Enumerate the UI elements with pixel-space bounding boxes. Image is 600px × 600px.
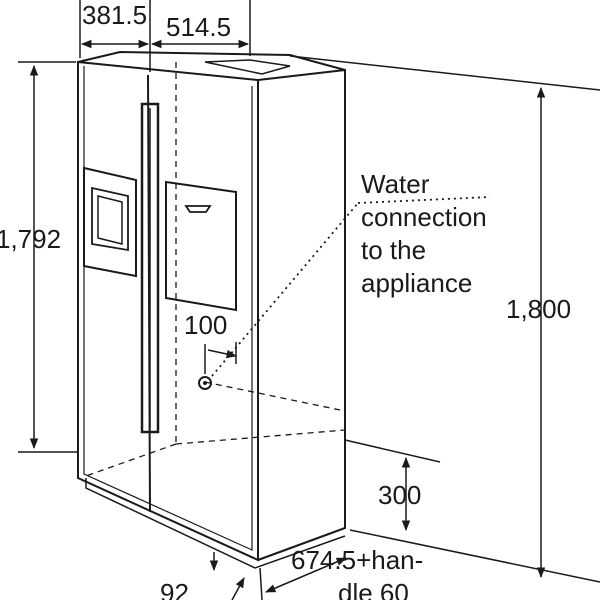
water-offset-label: 100 [184,310,227,340]
depth-label-line-1: 674.5+han- [291,545,423,575]
callout-line-4: appliance [361,268,472,298]
right-height-dimension [289,55,600,583]
fridge-base [85,478,346,569]
fridge-body [77,50,346,569]
water-dispenser [83,166,137,278]
depth-label-line-2: dle 60 [338,578,409,600]
fridge-top-recess [204,59,291,75]
water-height-label: 300 [378,480,421,510]
water-connection-point [198,376,212,390]
right-door-panel [165,180,237,312]
fridge-inner-edge [83,66,253,551]
callout-line-1: Water [361,169,430,199]
water-height-dimension [344,439,441,532]
fridge-side-face [257,68,346,561]
depth-dimension [259,557,347,600]
height-left-label: 1,792 [0,224,61,254]
fridge-top-face [77,50,346,71]
height-right-label: 1,800 [506,294,571,324]
width-left-label: 381.5 [82,0,147,30]
left-height-dimension [18,61,78,453]
fridge-front-face [77,60,259,562]
callout-line-3: to the [361,235,426,265]
width-right-label: 514.5 [166,12,231,42]
water-offset-dimension [204,342,238,374]
callout-line-2: connection [361,202,487,232]
hidden-edges [85,62,346,477]
door-handle [140,102,160,434]
bottom-offset-label: 92 [160,578,189,600]
bottom-offset-dimension [209,552,245,600]
door-split-line [147,74,151,513]
top-width-dimension [79,0,251,72]
